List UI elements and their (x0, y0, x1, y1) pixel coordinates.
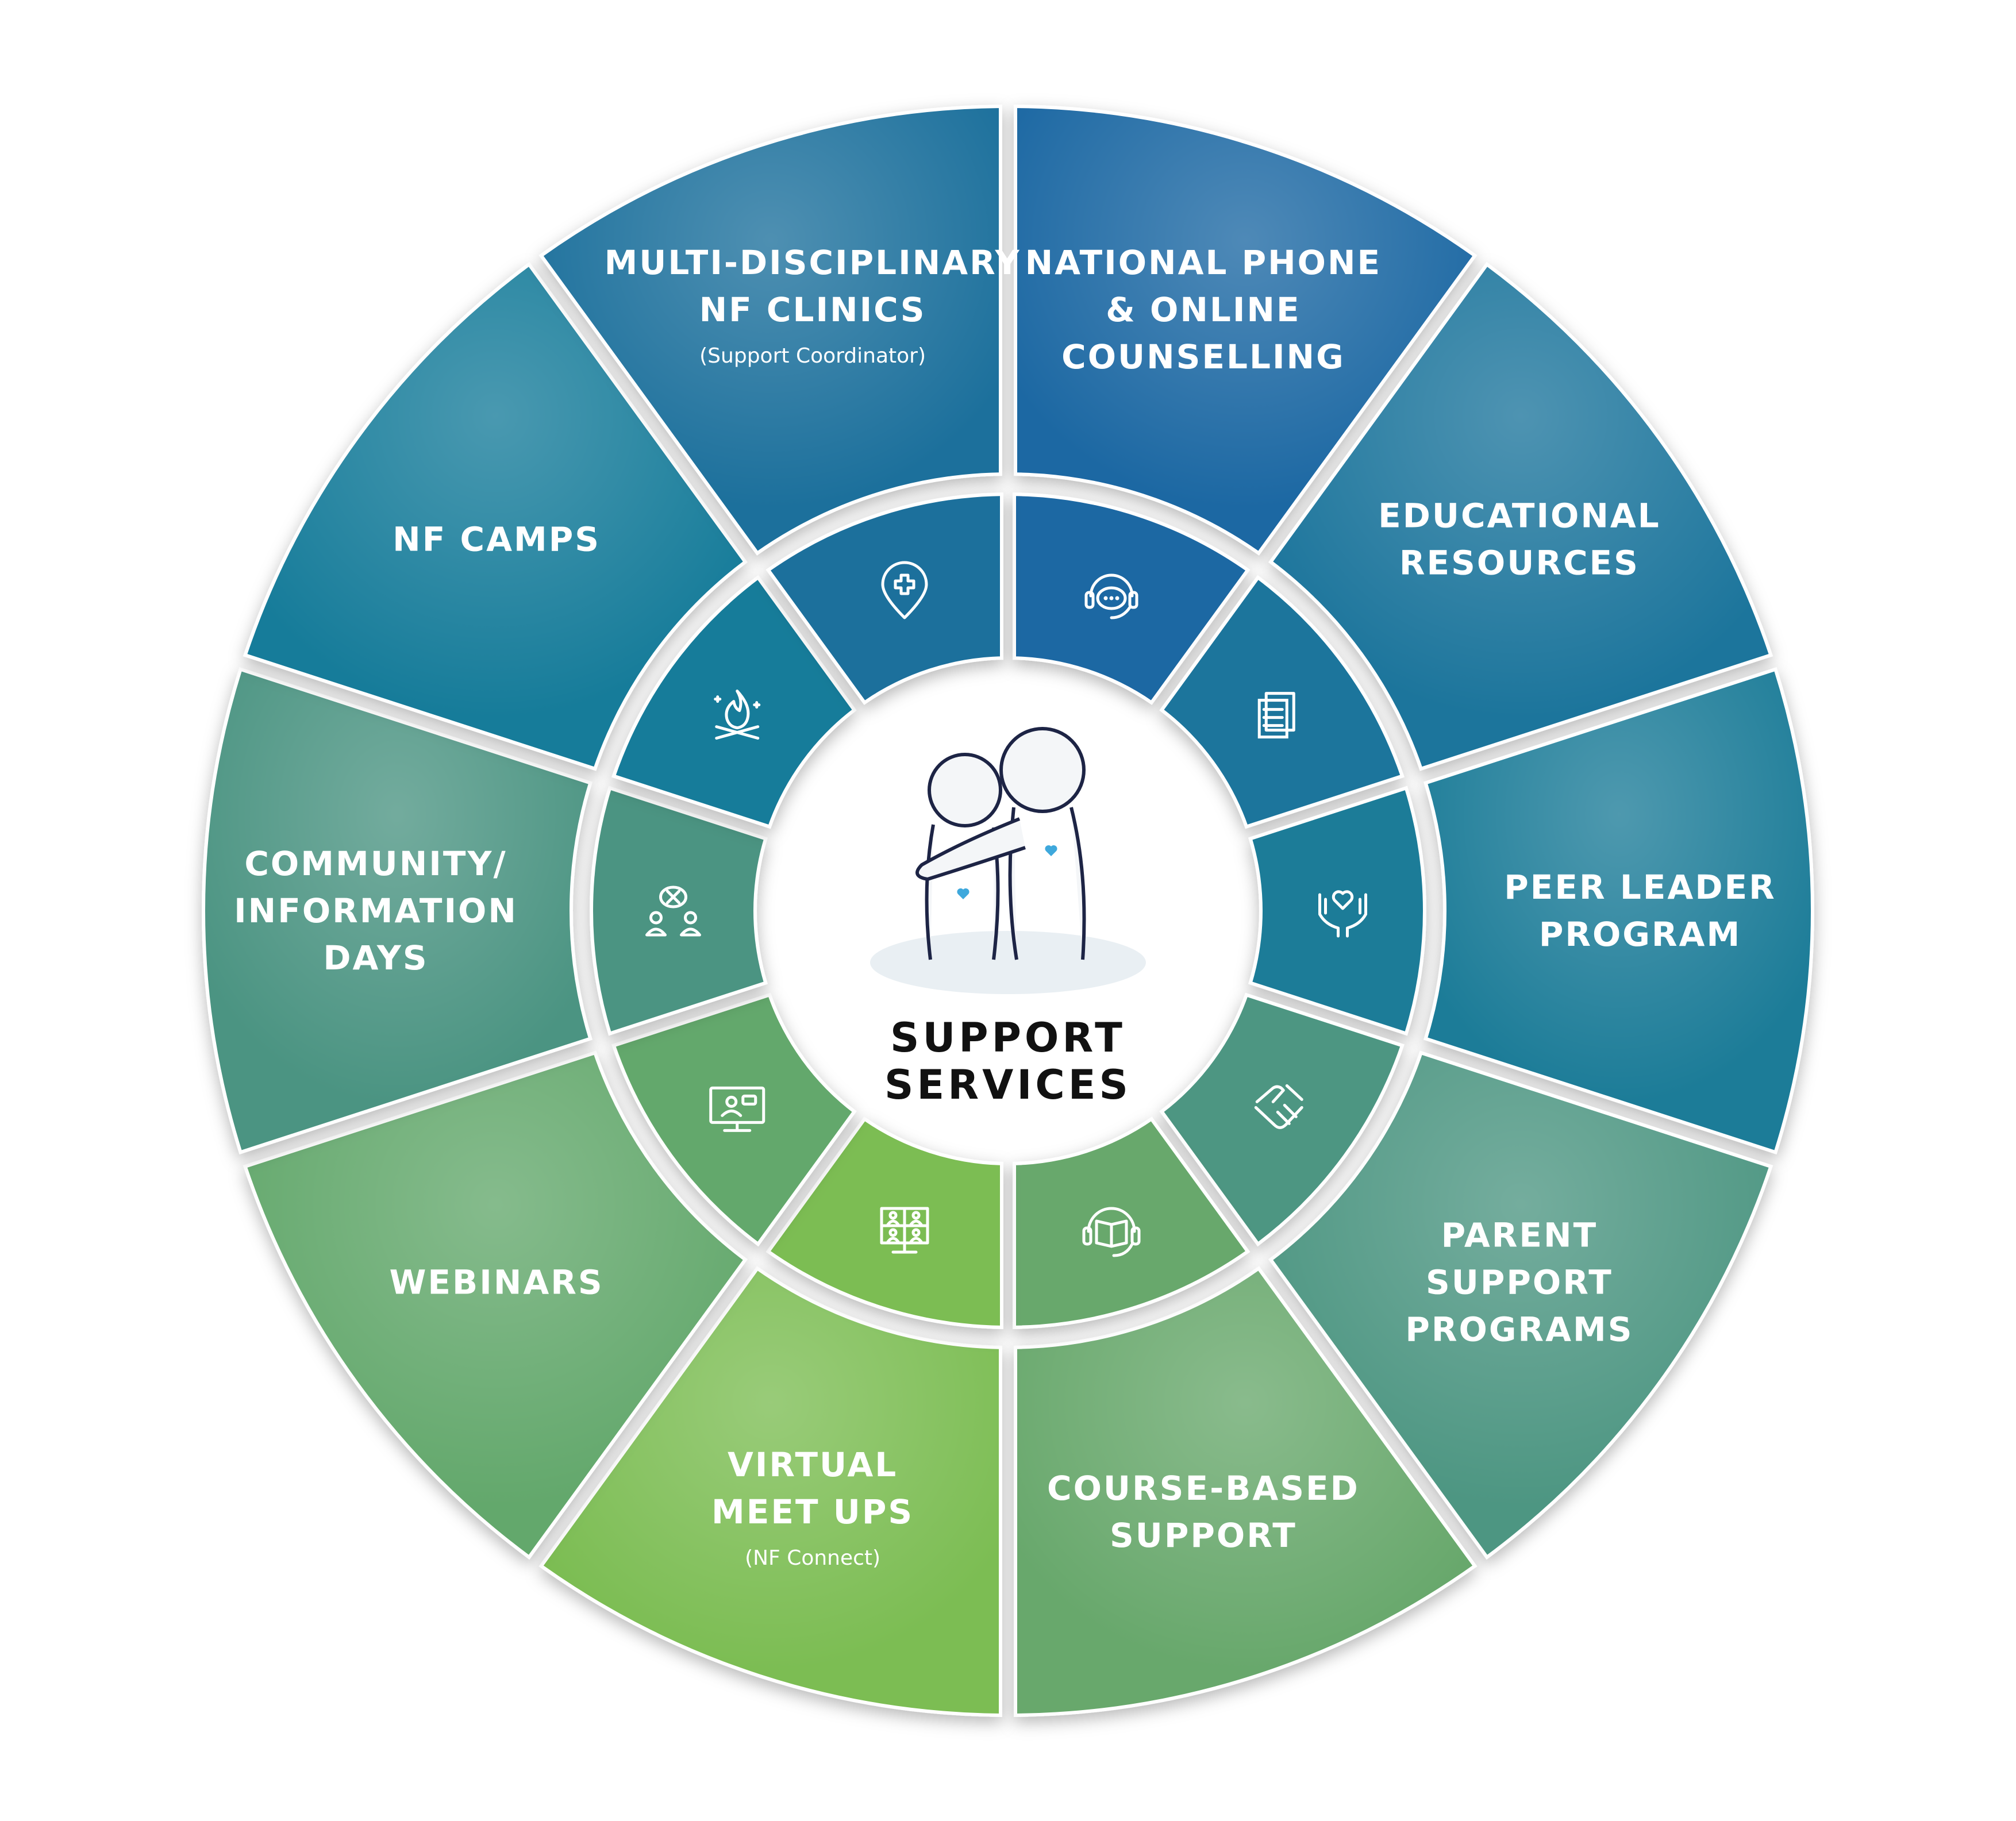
segment-label-line: PEER LEADER (1504, 868, 1776, 907)
hugging-figures-illustration (870, 727, 1146, 994)
segment-label-line: SUPPORT (1426, 1263, 1613, 1302)
segment-label-line: INFORMATION (234, 891, 518, 930)
inner-segment (765, 1117, 1003, 1329)
segment-label-line: PROGRAMS (1405, 1310, 1633, 1349)
inner-segment (611, 992, 857, 1247)
segment-label-line: COURSE-BASED (1047, 1469, 1360, 1508)
outer-segment: COMMUNITY/INFORMATION DAYS (202, 667, 593, 1155)
outer-segment: VIRTUAL MEET UPS (NF Connect) (538, 1266, 1002, 1717)
outer-segment: PEER LEADER PROGRAM (1423, 667, 1815, 1155)
center-disc (781, 684, 1235, 1138)
segment-label-line: DAYS (323, 938, 428, 977)
outer-segment-gloss (1271, 264, 1771, 769)
campfire-icon (714, 690, 761, 740)
handshake-icon (1254, 1084, 1303, 1129)
outer-segment: PARENT SUPPORT PROGRAMS (1268, 1050, 1773, 1560)
inner-segment-shape (765, 492, 1003, 705)
segment-sub-label: (NF Connect) (745, 1546, 880, 1570)
outer-segment-gloss (1271, 1053, 1771, 1557)
inner-segment-shape (611, 992, 857, 1247)
community-chat-icon (645, 886, 701, 937)
segment-label-line: WEBINARS (389, 1263, 603, 1302)
outer-segment-gloss (541, 106, 1001, 553)
inner-segment-shape (1159, 575, 1405, 829)
outer-segment-gloss (245, 1053, 745, 1557)
hands-heart-icon (1318, 890, 1367, 938)
segment-label-line: EDUCATIONAL (1378, 496, 1661, 535)
inner-segment (1013, 492, 1251, 705)
segment-label-line: MEET UPS (711, 1492, 914, 1531)
medical-pin-icon (881, 561, 928, 619)
segment-label-line: MULTI-DISCIPLINARY (605, 243, 1021, 282)
segment-label-line: COMMUNITY/ (244, 844, 507, 883)
inner-segment-shape (1159, 992, 1405, 1247)
inner-segment (589, 786, 768, 1036)
inner-segment (1159, 575, 1405, 829)
outer-segment-gloss (1015, 106, 1475, 553)
outer-segment: EDUCATIONAL RESOURCES (1268, 261, 1773, 771)
inner-segment (1159, 992, 1405, 1247)
segment-label-line: PROGRAM (1539, 915, 1741, 954)
segment-label-line: NF CLINICS (699, 290, 926, 329)
inner-segment (611, 575, 857, 829)
inner-segment-shape (1013, 1117, 1251, 1329)
inner-segment (1013, 1117, 1251, 1329)
inner-segment (765, 492, 1003, 705)
inner-segment-shape (765, 1117, 1003, 1329)
outer-segment: NATIONAL PHONE & ONLINE COUNSELLING (1014, 105, 1478, 556)
inner-segment-shape (589, 786, 768, 1036)
segment-label-line: VIRTUAL (728, 1445, 898, 1484)
inner-segment (1248, 786, 1427, 1036)
outer-segment: COURSE-BASED SUPPORT (1014, 1266, 1478, 1717)
segment-label-line: RESOURCES (1399, 543, 1640, 582)
outer-segment-gloss (1425, 669, 1813, 1153)
segment-label-line: SUPPORT (1110, 1516, 1297, 1555)
segment-label-line: NF CAMPS (393, 519, 601, 559)
inner-icon-segments (589, 492, 1427, 1329)
outer-segment: WEBINARS (243, 1050, 748, 1560)
headset-chat-icon (1084, 573, 1138, 619)
center-title-line2: SERVICES (884, 1061, 1132, 1108)
monitor-presenter-icon (709, 1086, 765, 1132)
segment-label-line: NATIONAL PHONE (1025, 243, 1382, 282)
segment-label-line: PARENT (1441, 1216, 1598, 1255)
center-title-line1: SUPPORT (890, 1014, 1126, 1061)
outer-segments: NATIONAL PHONE& ONLINECOUNSELLINGEDUCATI… (202, 105, 1815, 1717)
outer-segment-gloss (203, 669, 591, 1153)
center-area: SUPPORT SERVICES (781, 684, 1235, 1138)
outer-segment: NF CAMPS (243, 261, 748, 771)
segment-sub-label: (Support Coordinator) (699, 344, 926, 368)
documents-icon (1257, 692, 1295, 739)
outer-segment-gloss (245, 264, 745, 769)
outer-segment: MULTI-DISCIPLINARY NF CLINICS (Support Coo… (538, 105, 1021, 556)
segment-label-line: COUNSELLING (1061, 337, 1345, 376)
outer-segment-gloss (541, 1268, 1001, 1715)
outer-segment-gloss (1015, 1268, 1475, 1715)
video-grid-icon (880, 1207, 929, 1254)
headset-book-icon (1082, 1207, 1141, 1257)
inner-segment-shape (1248, 786, 1427, 1036)
segment-label-line: & ONLINE (1106, 290, 1301, 329)
